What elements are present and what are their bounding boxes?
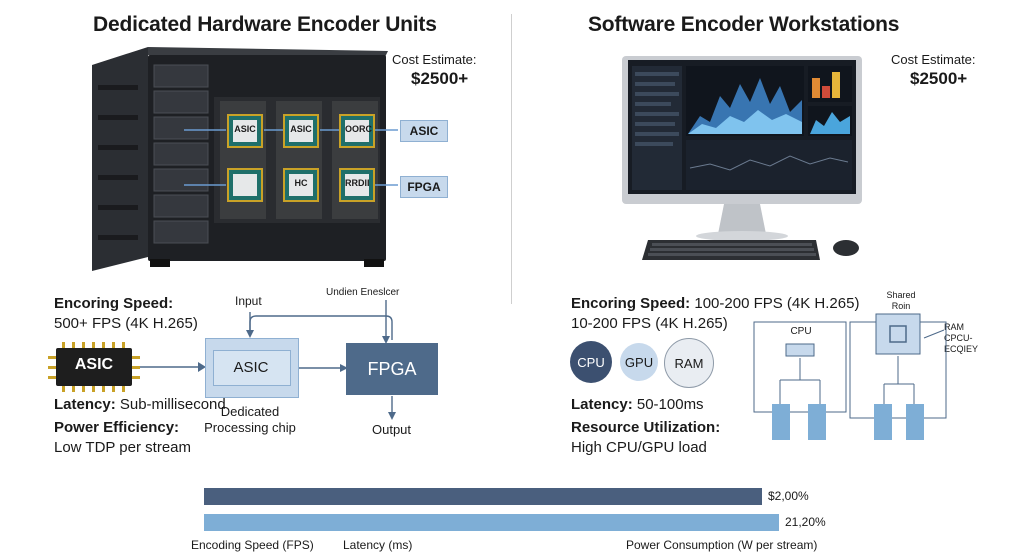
rack-chip-label: ASIC [290, 124, 312, 134]
comparison-bar-2 [204, 514, 779, 531]
hardware-latency: Latency: Sub-millisecond [54, 396, 226, 413]
arch-cpu-label: CPU [790, 326, 812, 337]
asic-callout: ASIC [400, 120, 448, 142]
server-rack-illustration [92, 47, 398, 271]
flow-connectors [246, 300, 396, 420]
flow-top-label: Undien Eneslcer [326, 287, 400, 298]
panel-divider [511, 14, 512, 304]
software-title: Software Encoder Workstations [588, 13, 900, 36]
chip-to-asic-arrow [140, 362, 206, 372]
comparison-bar-2-label: 21,20% [785, 515, 826, 529]
hardware-power-label: Power Efficiency: [54, 419, 180, 436]
architecture-diagram [753, 313, 947, 440]
flow-input-label: Input [235, 294, 262, 308]
cpu-resource-circle: CPU [570, 341, 612, 383]
software-cost-value: $2500+ [910, 69, 968, 88]
hardware-speed-value: 500+ FPS (4K H.265) [54, 315, 198, 332]
software-latency: Latency: 50-100ms [571, 396, 704, 413]
software-resource-label: Resource Utilization: [571, 419, 721, 436]
hardware-title: Dedicated Hardware Encoder Units [93, 13, 437, 36]
hardware-power-value: Low TDP per stream [54, 439, 191, 456]
flow-caption: Dedicated Processing chip [204, 404, 296, 435]
arch-shared-label: Shared Roin [886, 290, 916, 311]
software-speed-alt: 10-200 FPS (4K H.265) [571, 315, 728, 332]
comparison-bar-1 [204, 488, 762, 505]
flow-fpga-box: FPGA [346, 343, 438, 395]
ram-resource-circle: RAM [664, 338, 714, 388]
hardware-cost-label: Cost Estimate: [392, 52, 477, 67]
flow-output-label: Output [372, 422, 412, 437]
software-speed: Encoring Speed: 100-200 FPS (4K H.265) [571, 295, 860, 312]
hardware-speed-label: Encoring Speed: [54, 295, 174, 312]
software-cost-label: Cost Estimate: [891, 52, 976, 67]
flow-asic-inner [213, 350, 291, 386]
rack-chip-label: RRDII [345, 178, 370, 188]
gpu-resource-circle: GPU [620, 343, 658, 381]
software-resource-value: High CPU/GPU load [571, 439, 707, 456]
rack-chip-label: HC [294, 178, 308, 188]
rack-chip-label: OORC [345, 124, 372, 134]
fpga-callout: FPGA [400, 176, 448, 198]
axis-label-power: Power Consumption (W per stream) [626, 538, 818, 552]
comparison-bar-1-label: $2,00% [768, 489, 809, 503]
workstation-illustration [622, 56, 862, 260]
axis-label-speed: Encoding Speed (FPS) [191, 538, 314, 552]
rack-chip-label: ASIC [234, 124, 256, 134]
asic-chip-icon [48, 342, 140, 392]
asic-chip-label: ASIC [74, 356, 114, 373]
hardware-cost-value: $2500+ [411, 69, 469, 88]
arch-ram-label: RAM CPCU- ECQIEY [944, 322, 979, 354]
flow-asic-label: ASIC [233, 359, 269, 376]
axis-label-latency: Latency (ms) [343, 538, 413, 552]
